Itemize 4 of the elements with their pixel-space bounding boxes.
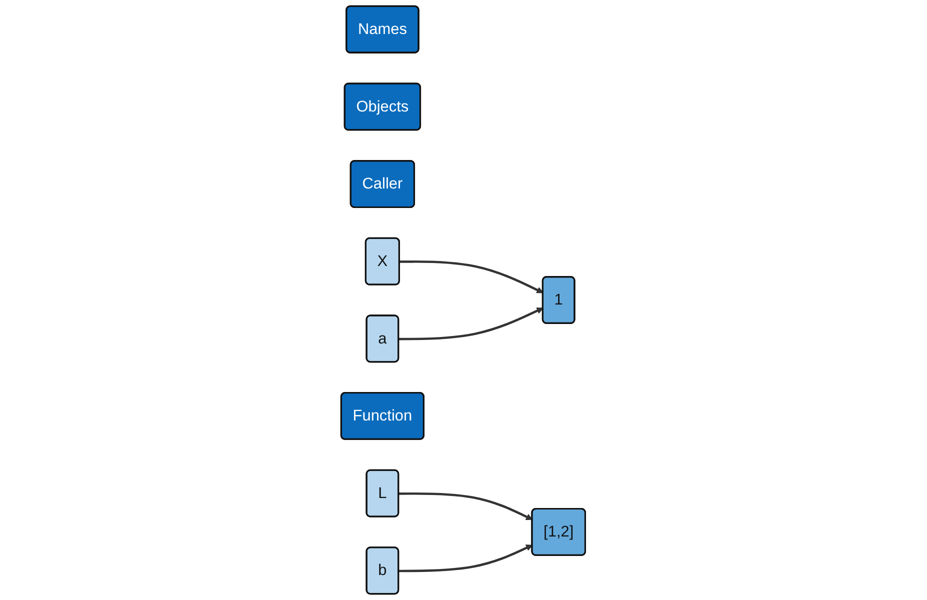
arrow (399, 492, 533, 520)
arrow (400, 260, 544, 294)
arrow (399, 544, 533, 572)
arrow (399, 308, 544, 340)
